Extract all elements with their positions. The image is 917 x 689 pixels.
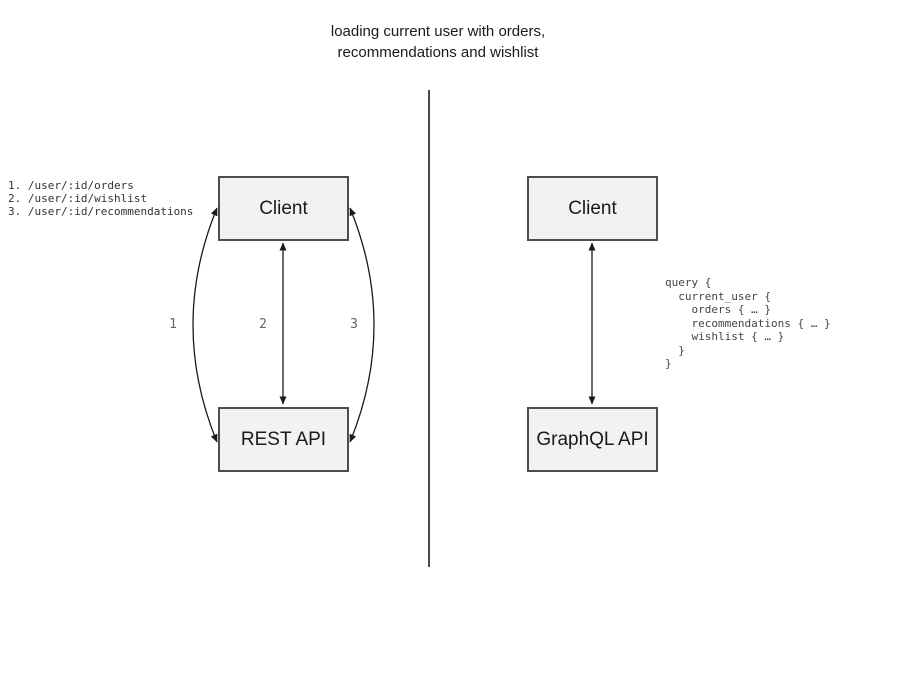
rest-arrow-label-3: 3 — [350, 317, 358, 332]
rest-arrow-label-2: 2 — [259, 317, 267, 332]
rest-api-label: REST API — [240, 428, 327, 450]
rest-api-box: REST API — [218, 407, 349, 472]
rest-client-label: Client — [259, 197, 308, 219]
rest-arrow-orders-curve — [192, 207, 218, 443]
graphql-api-box: GraphQL API — [527, 407, 658, 472]
rest-endpoint-list: 1. /user/:id/orders 2. /user/:id/wishlis… — [8, 179, 194, 218]
graphql-client-box: Client — [527, 176, 658, 241]
diagram-title: loading current user with orders, recomm… — [330, 23, 546, 61]
graphql-query-code: query { current_user { orders { … } reco… — [665, 276, 831, 370]
graphql-api-label: GraphQL API — [536, 428, 649, 450]
graphql-client-label: Client — [568, 197, 617, 219]
panel-divider-line — [428, 90, 430, 567]
rest-arrow-label-1: 1 — [169, 317, 177, 332]
rest-client-box: Client — [218, 176, 349, 241]
